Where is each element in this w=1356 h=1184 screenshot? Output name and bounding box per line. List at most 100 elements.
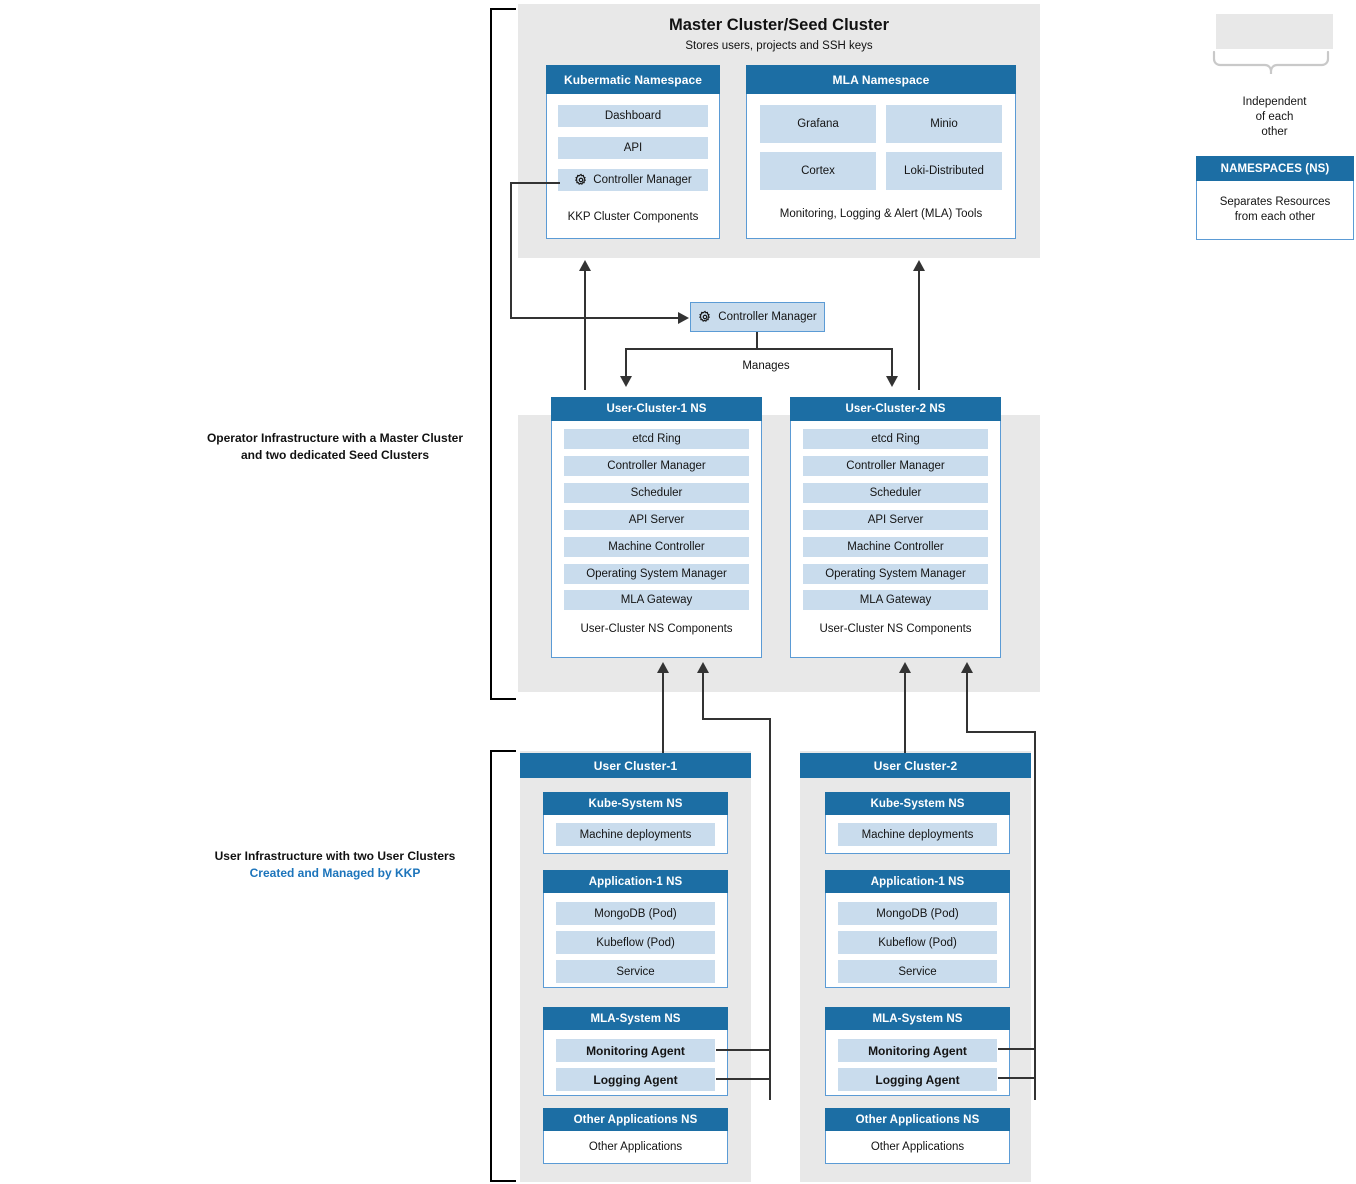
seed-2-item-controller-manager[interactable]: Controller Manager xyxy=(803,456,988,476)
seed-namespace-panel-1: User-Cluster-1 NS etcd Ring Controller M… xyxy=(551,397,762,658)
uc2-item-mongodb[interactable]: MongoDB (Pod) xyxy=(838,902,997,925)
user-label-line1: User Infrastructure with two User Cluste… xyxy=(214,849,456,863)
legend-ns-line2: from each other xyxy=(1234,211,1316,223)
seed-2-item-operating-system-manager[interactable]: Operating System Manager xyxy=(803,564,988,584)
kubermatic-namespace-panel: Kubermatic Namespace Dashboard API Contr… xyxy=(546,65,720,239)
seed-1-item-controller-manager[interactable]: Controller Manager xyxy=(564,456,749,476)
mla-item-cortex[interactable]: Cortex xyxy=(760,152,876,190)
mla-item-minio[interactable]: Minio xyxy=(886,105,1002,143)
connector-uc1-rail-arrowhead xyxy=(697,662,709,673)
controller-manager-box[interactable]: Controller Manager xyxy=(690,302,825,332)
connector-uc2-rail-arrowhead xyxy=(961,662,973,673)
gear-icon xyxy=(574,173,588,187)
seed-1-item-operating-system-manager[interactable]: Operating System Manager xyxy=(564,564,749,584)
connector-uc2-rail-top xyxy=(966,731,1036,733)
legend-ns-line1: Separates Resources xyxy=(1219,196,1331,208)
gear-icon xyxy=(698,310,712,324)
seed-namespace-2-header: User-Cluster-2 NS xyxy=(790,397,1001,421)
master-cluster-title: Master Cluster/Seed Cluster xyxy=(668,16,890,34)
connector-uc2-up-arrowhead xyxy=(899,662,911,673)
uc1-item-mongodb[interactable]: MongoDB (Pod) xyxy=(556,902,715,925)
seed-1-caption: User-Cluster NS Components xyxy=(580,623,733,635)
connector-manages-right-drop xyxy=(891,348,893,376)
operator-label-line2: and two dedicated Seed Clusters xyxy=(240,448,430,462)
operator-infrastructure-label: Operator Infrastructure with a Master Cl… xyxy=(190,430,480,464)
seed-2-item-etcd-ring[interactable]: etcd Ring xyxy=(803,429,988,449)
connector-cm-top-horizontal xyxy=(510,182,560,184)
connector-uc2-rail-riser xyxy=(966,673,968,732)
connector-manages-right-arrowhead xyxy=(886,376,898,387)
uc2-namespace-other-applications: Other Applications NS Other Applications xyxy=(825,1108,1010,1164)
connector-cm-arrowhead xyxy=(678,312,689,324)
uc1-item-kubeflow[interactable]: Kubeflow (Pod) xyxy=(556,931,715,954)
legend-independent-line3: other xyxy=(1261,126,1288,138)
connector-up-left-shaft xyxy=(584,271,586,390)
legend-brace-icon xyxy=(1211,50,1338,76)
uc1-item-logging-agent[interactable]: Logging Agent xyxy=(556,1068,715,1091)
connector-uc1-up-shaft xyxy=(662,673,664,753)
uc2-item-other-applications: Other Applications xyxy=(870,1140,965,1153)
kubermatic-item-dashboard[interactable]: Dashboard xyxy=(558,105,708,127)
uc1-other-applications-header: Other Applications NS xyxy=(543,1108,728,1131)
mla-item-grafana[interactable]: Grafana xyxy=(760,105,876,143)
seed-2-item-scheduler[interactable]: Scheduler xyxy=(803,483,988,503)
operator-label-line1: Operator Infrastructure with a Master Cl… xyxy=(206,431,464,445)
uc2-item-logging-agent[interactable]: Logging Agent xyxy=(838,1068,997,1091)
kubermatic-item-controller-manager[interactable]: Controller Manager xyxy=(558,169,708,191)
uc2-item-kubeflow[interactable]: Kubeflow (Pod) xyxy=(838,931,997,954)
controller-manager-label: Controller Manager xyxy=(718,311,817,323)
connector-manages-left-arrowhead xyxy=(620,376,632,387)
kubermatic-namespace-header: Kubermatic Namespace xyxy=(546,65,720,94)
uc1-mla-system-header: MLA-System NS xyxy=(543,1007,728,1030)
seed-1-item-mla-gateway[interactable]: MLA Gateway xyxy=(564,590,749,610)
uc2-namespace-application-1: Application-1 NS MongoDB (Pod) Kubeflow … xyxy=(825,870,1010,988)
legend-namespaces-body: Separates Resources from each other xyxy=(1197,181,1353,225)
connector-up-right-arrowhead xyxy=(913,260,925,271)
user-cluster-2-header: User Cluster-2 xyxy=(800,753,1031,778)
user-infrastructure-bracket xyxy=(490,750,516,1182)
seed-1-item-etcd-ring[interactable]: etcd Ring xyxy=(564,429,749,449)
connector-uc1-rail-vertical xyxy=(769,718,771,1100)
connector-uc2-monitoring-line xyxy=(998,1048,1036,1050)
uc2-item-machine-deployments[interactable]: Machine deployments xyxy=(838,823,997,846)
user-infrastructure-label: User Infrastructure with two User Cluste… xyxy=(190,848,480,882)
uc1-application-1-header: Application-1 NS xyxy=(543,870,728,893)
uc1-item-machine-deployments[interactable]: Machine deployments xyxy=(556,823,715,846)
seed-1-item-api-server[interactable]: API Server xyxy=(564,510,749,530)
mla-namespace-header: MLA Namespace xyxy=(746,65,1016,94)
uc2-item-monitoring-agent[interactable]: Monitoring Agent xyxy=(838,1039,997,1062)
kubermatic-controller-manager-label: Controller Manager xyxy=(593,174,692,186)
uc1-namespace-application-1: Application-1 NS MongoDB (Pod) Kubeflow … xyxy=(543,870,728,988)
connector-up-left-arrowhead xyxy=(579,260,591,271)
seed-2-item-api-server[interactable]: API Server xyxy=(803,510,988,530)
connector-uc1-rail-top xyxy=(702,718,771,720)
uc2-kube-system-header: Kube-System NS xyxy=(825,792,1010,815)
seed-namespace-1-header: User-Cluster-1 NS xyxy=(551,397,762,421)
manages-label: Manages xyxy=(716,360,816,372)
uc1-namespace-mla-system: MLA-System NS Monitoring Agent Logging A… xyxy=(543,1007,728,1096)
kubermatic-item-api[interactable]: API xyxy=(558,137,708,159)
connector-up-right-shaft xyxy=(918,271,920,390)
uc2-namespace-kube-system: Kube-System NS Machine deployments xyxy=(825,792,1010,854)
master-cluster-subtitle: Stores users, projects and SSH keys xyxy=(685,40,873,52)
legend-namespaces-header: NAMESPACES (NS) xyxy=(1196,156,1354,181)
seed-1-item-machine-controller[interactable]: Machine Controller xyxy=(564,537,749,557)
uc2-mla-system-header: MLA-System NS xyxy=(825,1007,1010,1030)
connector-manages-stem xyxy=(756,332,758,349)
mla-item-loki-distributed[interactable]: Loki-Distributed xyxy=(886,152,1002,190)
uc1-item-service[interactable]: Service xyxy=(556,960,715,983)
uc2-item-service[interactable]: Service xyxy=(838,960,997,983)
legend-independent-text: Independent of each other xyxy=(1211,95,1338,140)
seed-2-item-machine-controller[interactable]: Machine Controller xyxy=(803,537,988,557)
seed-1-item-scheduler[interactable]: Scheduler xyxy=(564,483,749,503)
connector-uc2-rail-vertical xyxy=(1034,731,1036,1100)
uc1-item-monitoring-agent[interactable]: Monitoring Agent xyxy=(556,1039,715,1062)
mla-tools-caption: Monitoring, Logging & Alert (MLA) Tools xyxy=(779,208,983,220)
mla-namespace-panel: MLA Namespace Grafana Minio Cortex Loki-… xyxy=(746,65,1016,239)
seed-namespace-panel-2: User-Cluster-2 NS etcd Ring Controller M… xyxy=(790,397,1001,658)
uc1-namespace-other-applications: Other Applications NS Other Applications xyxy=(543,1108,728,1164)
connector-uc1-rail-riser xyxy=(702,673,704,719)
uc1-namespace-kube-system: Kube-System NS Machine deployments xyxy=(543,792,728,854)
seed-2-item-mla-gateway[interactable]: MLA Gateway xyxy=(803,590,988,610)
